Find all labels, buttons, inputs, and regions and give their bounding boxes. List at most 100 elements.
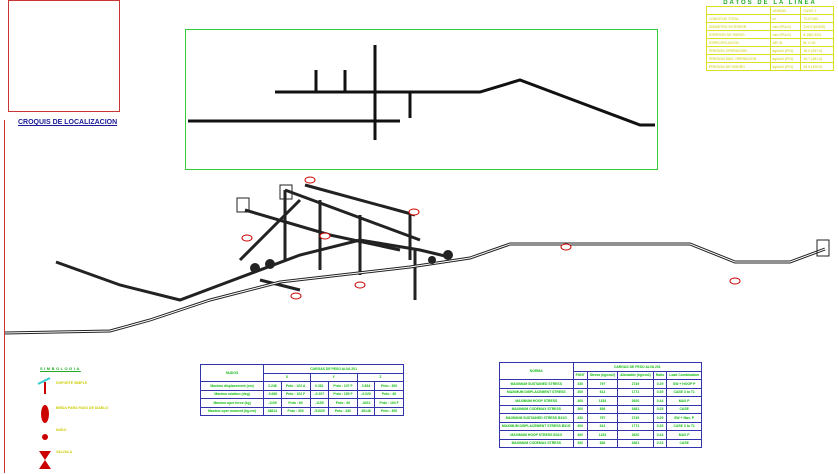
table-cell: Stress (kg/cm2) (586, 370, 619, 380)
table-cell: MAXIMUM DISPLACEMENT STRESS B31G (499, 421, 574, 431)
table-cell: MAX P (666, 430, 703, 440)
table-cell: 300 (572, 404, 588, 414)
table-cell: CASE 3 to T1 (666, 421, 703, 431)
table-cell: -0.020 (356, 389, 376, 399)
table-cell: 73.07433 (800, 14, 834, 23)
table-cell: 836 (586, 438, 619, 448)
legend-item: BRIDA PARA PASO DE DIABLO (56, 406, 109, 410)
node-markers (241, 176, 741, 300)
table-cell: Maximo oper force (kg) (199, 398, 265, 408)
t1-corner: NUDOS (199, 364, 265, 382)
legend-item: SOPORTE SIMPLE (56, 381, 88, 385)
table-cell: 400 (572, 396, 588, 406)
table-cell: 0.29 (652, 379, 668, 389)
table-cell: 613 (586, 421, 619, 431)
table-cell: 797 (586, 379, 619, 389)
table-cell: Pnto : 60 (328, 398, 358, 408)
table-cell: 49146 (356, 406, 376, 416)
table-cell: MAX P (666, 396, 703, 406)
table-cell: 2.248 (263, 381, 282, 391)
t2-corner: NORMA (499, 362, 574, 380)
valve-icon (39, 451, 51, 469)
table-cell: PRESION OPERACION (706, 46, 771, 55)
table-cell: 300 (572, 421, 588, 431)
support-icon (37, 377, 51, 385)
table-cell: 18.0 (257.0) (800, 46, 834, 55)
legend-item: VALVULA (56, 450, 73, 454)
table-cell: SW + HOOP P (666, 379, 703, 389)
table-cell: 0.44 (652, 430, 668, 440)
t1-title: CARGAS DE PESO ALVA 201 (263, 364, 404, 374)
line-data-title: DATOS DE LA LINEA (723, 0, 817, 6)
table-cell: MAXIMUM SUSTAINED STRESS (499, 379, 574, 389)
table-cell: MAXIMUM CODEMAX STRESS (499, 404, 574, 414)
table-cell: 0.35 (652, 421, 668, 431)
legend-title: SIMBOLOGIA (40, 366, 81, 371)
inset-pipe (188, 45, 655, 140)
legend-symbols (37, 377, 51, 469)
table-cell: ESPECIFICACION (706, 38, 771, 47)
table-cell: 8.18(0.322) (800, 30, 834, 39)
table-cell: 1153 (586, 430, 619, 440)
table-cell: m (769, 14, 802, 23)
table-cell: Pnto : 104 F (374, 398, 404, 408)
table-cell: Pnto : 102 F (280, 389, 311, 399)
table-cell: 0.24 (652, 438, 668, 448)
table-cell: 0.25 (652, 404, 668, 414)
legend-item: NUDO (56, 428, 67, 432)
table-cell: DIAMETRO EXTERIOR (706, 22, 771, 31)
table-cell: Load Combination (666, 370, 703, 380)
t1-axis: Y (309, 372, 358, 382)
table-cell: Pnto : 300 (374, 381, 404, 391)
map-title: CROQUIS DE LOCALIZACION (18, 119, 118, 126)
pig-flange-icon (41, 405, 49, 423)
table-cell: 0.29 (652, 413, 668, 423)
table-cell: mm (PULG) (769, 22, 802, 31)
table-cell: kg/cm2 (PSI) (769, 54, 802, 63)
table-cell: -0.107 (309, 389, 330, 399)
table-cell: Pnto : 330 (328, 406, 358, 416)
t2-title: CARGAS DE PESO ALVA 201 (572, 362, 703, 372)
table-cell: LONGITUD TOTAL (706, 14, 771, 23)
table-cell: Pnto : 60 (374, 389, 404, 399)
table-cell: Pnto : 300 (280, 406, 311, 416)
table-cell: ESPESOR DE PARED (706, 30, 771, 39)
table-cell: 330 (572, 379, 588, 389)
table-cell: MAXIMUM CODEMAX STRESS (499, 438, 574, 448)
table-cell: kg/cm2 (PSI) (769, 46, 802, 55)
table-cell: -4022 (356, 398, 376, 408)
table-cell: 400 (572, 430, 588, 440)
table-cell: Pnto : 102 A (280, 381, 311, 391)
table-cell: 300 (572, 387, 588, 397)
table-cell: 2749 (617, 379, 654, 389)
table-cell: Allowable (kg/cm2) (617, 370, 654, 380)
table-cell: PRESION DE DISEÑO (706, 62, 771, 71)
table-cell: 0.35 (652, 387, 668, 397)
table-cell: 0.44 (652, 396, 668, 406)
table-cell: 2749 (617, 413, 654, 423)
table-cell: API 5L (769, 38, 802, 47)
table-cell: Pnto : 60 (280, 398, 311, 408)
table-cell: 1153 (586, 396, 619, 406)
table-cell: 2620 (617, 396, 654, 406)
table-cell: Ratio (652, 370, 668, 380)
table-cell: CASO 1 (800, 6, 834, 15)
table-cell: Pnto : 300 (374, 406, 404, 416)
table-cell: 48814 (263, 406, 282, 416)
table-cell: CASE (666, 404, 703, 414)
table-cell: 29.5 (420.0) (800, 62, 834, 71)
flanges (236, 184, 830, 273)
